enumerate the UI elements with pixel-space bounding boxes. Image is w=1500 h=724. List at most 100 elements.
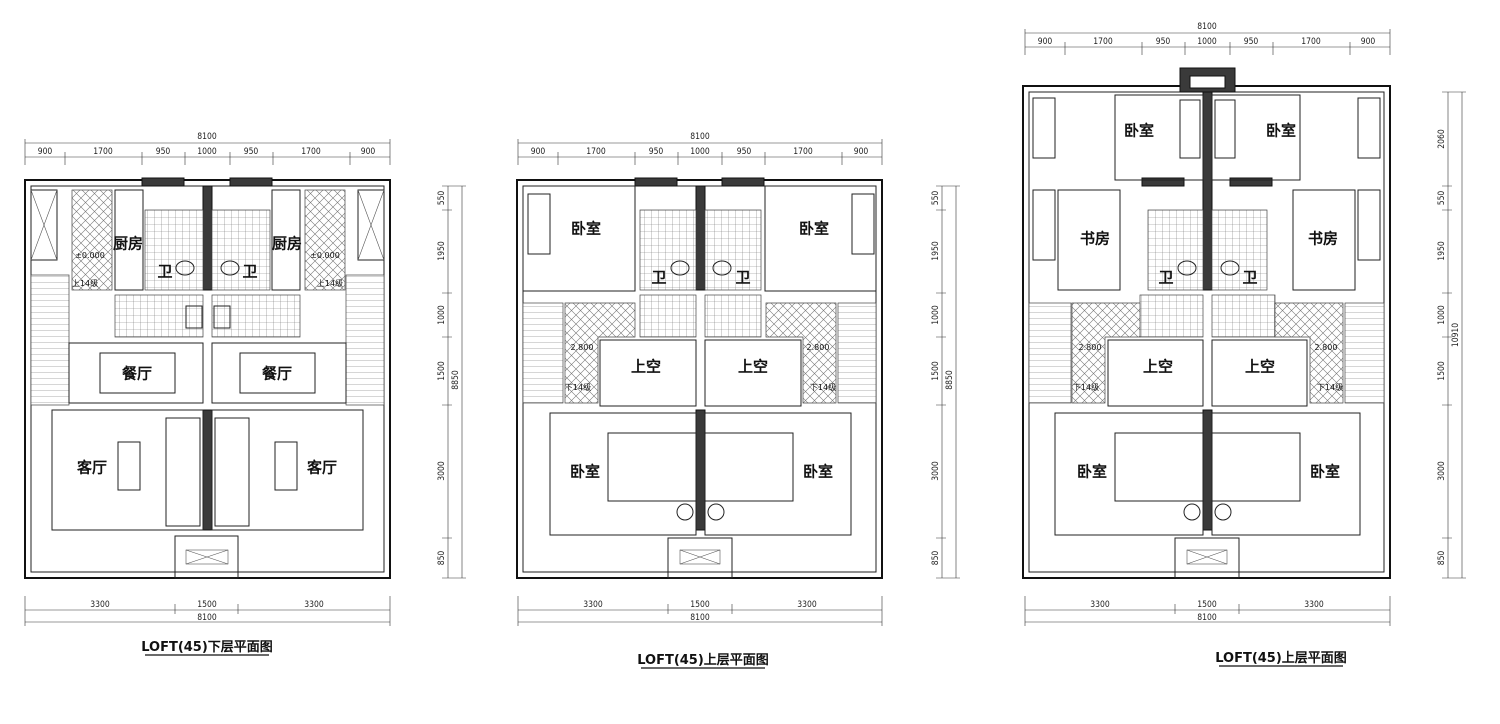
stair	[30, 274, 70, 406]
side-dimension-chain: 550 1950 1000 1500 3000 850 8850	[437, 185, 466, 579]
dim-bottom-seg: 1500	[1197, 600, 1217, 610]
dim-top-seg: 1700	[586, 147, 606, 157]
sofa	[165, 417, 201, 527]
dim-top-total: 8100	[690, 132, 710, 142]
stair	[1028, 302, 1072, 404]
room-label-bedroom: 卧室	[799, 220, 829, 238]
room-label-kitchen: 厨房	[272, 235, 302, 253]
stair-note: 下14级	[565, 382, 591, 392]
void	[1211, 339, 1308, 407]
sofa	[214, 417, 250, 527]
party-wall	[695, 185, 706, 291]
bathroom-floor	[639, 209, 697, 291]
basin-icon	[185, 305, 203, 329]
room-label-bedroom: 卧室	[570, 463, 600, 481]
stair	[522, 302, 564, 404]
room-label-void: 上空	[738, 358, 768, 376]
room-label-study: 书房	[1080, 230, 1110, 248]
dim-side-seg: 1500	[437, 361, 447, 381]
plan-lower-floor: 8100 900 1700 950 1000 950 1700 900	[24, 132, 466, 656]
room-label-living: 客厅	[306, 459, 337, 477]
room-label-bathroom: 卫	[242, 263, 257, 281]
dim-bottom-seg: 3300	[797, 600, 817, 610]
plan-upper-floor: 8100 900 1700 950 1000 950 1700 900	[516, 132, 960, 669]
dim-top-total: 8100	[197, 132, 217, 142]
bottom-dimension-chain: 3300 1500 3300 8100	[1024, 596, 1391, 626]
dim-side-seg: 850	[437, 551, 447, 566]
dim-side-seg: 2060	[1437, 129, 1447, 149]
room-label-void: 上空	[1245, 358, 1275, 376]
level-mark: ±0.000	[310, 251, 340, 260]
toilet-icon	[712, 260, 732, 276]
double-bed	[1114, 432, 1204, 502]
dim-side-seg: 1500	[1437, 361, 1447, 381]
dim-top-seg: 900	[1361, 37, 1376, 47]
dim-bottom-seg: 1500	[690, 600, 710, 610]
void	[704, 339, 802, 407]
stair	[837, 302, 877, 404]
bathroom-floor	[211, 209, 271, 291]
double-bed	[704, 432, 794, 502]
dim-side-seg: 850	[931, 551, 941, 566]
level-mark: 2.800	[807, 343, 830, 352]
dim-bottom-total: 8100	[197, 613, 217, 623]
dim-top-seg: 900	[531, 147, 546, 157]
dim-bottom-total: 8100	[690, 613, 710, 623]
side-dimension-chain: 2060 550 1950 1000 1500 3000 850 10910	[1437, 91, 1466, 579]
bottom-dimension-chain: 3300 1500 3300 8100	[517, 596, 883, 626]
dim-top-seg: 1000	[197, 147, 217, 157]
room-label-bathroom: 卫	[157, 263, 172, 281]
dim-top-total: 8100	[1197, 22, 1217, 32]
top-dimension-chain: 8100 900 1700 950 1000 950 1700 900	[24, 132, 391, 165]
plan-upper-floor-extended: 8100 900 1700 950 1000 950 1700 900	[1022, 22, 1466, 667]
dim-top-seg: 950	[244, 147, 259, 157]
bed	[527, 193, 551, 255]
dim-bottom-seg: 1500	[197, 600, 217, 610]
dim-top-seg: 950	[1244, 37, 1259, 47]
dim-side-seg: 1000	[931, 305, 941, 325]
toilet-icon	[220, 260, 240, 276]
stair-note: 上14级	[317, 278, 343, 288]
dim-side-seg: 850	[1437, 551, 1447, 566]
dim-top-seg: 900	[854, 147, 869, 157]
dim-top-seg: 950	[1156, 37, 1171, 47]
room-label-dining: 餐厅	[122, 365, 152, 383]
dim-side-seg: 1950	[437, 241, 447, 261]
bed	[1179, 99, 1201, 159]
party-wall	[202, 185, 213, 291]
dim-side-seg: 1950	[931, 241, 941, 261]
side-dimension-chain: 550 1950 1000 1500 3000 850 8850	[931, 185, 960, 579]
dim-top-seg: 950	[737, 147, 752, 157]
room-label-bedroom: 卧室	[1310, 463, 1340, 481]
dim-top-seg: 950	[156, 147, 171, 157]
dim-bottom-seg: 3300	[90, 600, 110, 610]
room-label-void: 上空	[631, 358, 661, 376]
dim-side-seg: 1500	[931, 361, 941, 381]
room-label-bathroom: 卫	[1158, 269, 1173, 287]
dim-top-seg: 900	[1038, 37, 1053, 47]
room-label-bedroom: 卧室	[1124, 122, 1154, 140]
level-mark: ±0.000	[75, 251, 105, 260]
dim-top-seg: 1000	[1197, 37, 1217, 47]
dim-top-seg: 1700	[1093, 37, 1113, 47]
plan-title: LOFT(45)上层平面图	[637, 653, 769, 668]
dim-top-seg: 900	[38, 147, 53, 157]
party-wall	[1202, 91, 1213, 291]
dim-top-seg: 900	[361, 147, 376, 157]
dim-side-total: 8850	[451, 370, 461, 390]
dim-side-seg: 1000	[437, 305, 447, 325]
dim-bottom-total: 8100	[1197, 613, 1217, 623]
room-label-bedroom: 卧室	[1077, 463, 1107, 481]
toilet-icon	[1177, 260, 1197, 276]
coffee-table	[274, 441, 298, 491]
room-label-bedroom: 卧室	[1266, 122, 1296, 140]
bathroom-floor	[1147, 209, 1204, 291]
room-label-kitchen: 厨房	[113, 235, 143, 253]
room-label-bathroom: 卫	[651, 269, 666, 287]
level-mark: 2.800	[571, 343, 594, 352]
wardrobe	[1032, 97, 1056, 159]
dim-top-seg: 1000	[690, 147, 710, 157]
double-bed	[607, 432, 697, 502]
stair-note: 下14级	[810, 382, 836, 392]
